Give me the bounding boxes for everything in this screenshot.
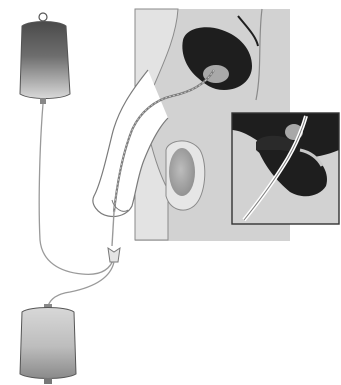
testis [166, 141, 205, 210]
upper-irrigation-bag [20, 13, 70, 104]
tubing-y-connector [48, 212, 120, 306]
lower-drainage-bag [20, 304, 76, 384]
bag-hanger-icon [39, 13, 47, 21]
magnified-inset [232, 113, 339, 224]
